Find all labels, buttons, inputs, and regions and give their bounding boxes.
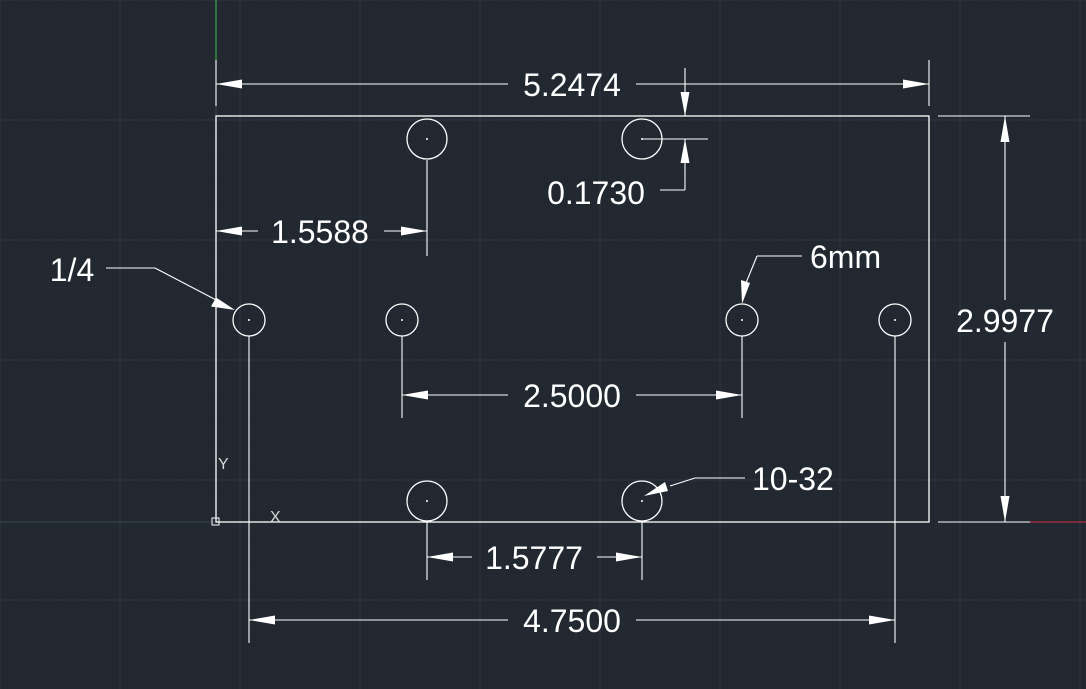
plate-outline[interactable] [215, 115, 930, 523]
dimension-middle-spacing[interactable]: 2.5000 [401, 336, 743, 418]
dimension-text-bottom-spacing: 1.5777 [485, 540, 583, 576]
leader-ten-thirty-two[interactable]: 10-32 [644, 461, 834, 497]
dimension-text-top-hole-offset: 1.5588 [271, 214, 369, 250]
hole-bottom-left[interactable] [406, 480, 448, 522]
dimension-text-overall-width: 5.2474 [523, 67, 621, 103]
dimension-text-middle-spacing: 2.5000 [523, 378, 621, 414]
dimension-overall-width[interactable]: 5.2474 [215, 60, 930, 106]
dimension-top-hole-offset[interactable]: 1.5588 [216, 160, 428, 256]
callout-text-six-mm: 6mm [810, 239, 881, 275]
dimension-edge-offset[interactable]: 0.1730 [547, 68, 708, 211]
dimension-outer-hole-spacing[interactable]: 4.7500 [248, 336, 896, 643]
dimension-text-edge-offset: 0.1730 [547, 175, 645, 211]
hole-bottom-right[interactable] [621, 480, 663, 522]
dimension-overall-height[interactable]: 2.9977 [938, 115, 1054, 523]
dimension-bottom-spacing[interactable]: 1.5777 [426, 522, 643, 580]
dimension-text-outer-hole-spacing: 4.7500 [523, 603, 621, 639]
leader-quarter-inch[interactable]: 1/4 [50, 252, 235, 310]
ucs-x-label: X [270, 509, 281, 526]
leader-six-mm[interactable]: 6mm [741, 239, 881, 304]
hole-top-left[interactable] [406, 118, 448, 160]
callout-text-quarter-inch: 1/4 [50, 252, 94, 288]
dimension-text-overall-height: 2.9977 [956, 303, 1054, 339]
callout-text-ten-thirty-two: 10-32 [752, 461, 834, 497]
ucs-y-label: Y [218, 456, 229, 473]
ucs-icon: Y X [211, 456, 281, 526]
